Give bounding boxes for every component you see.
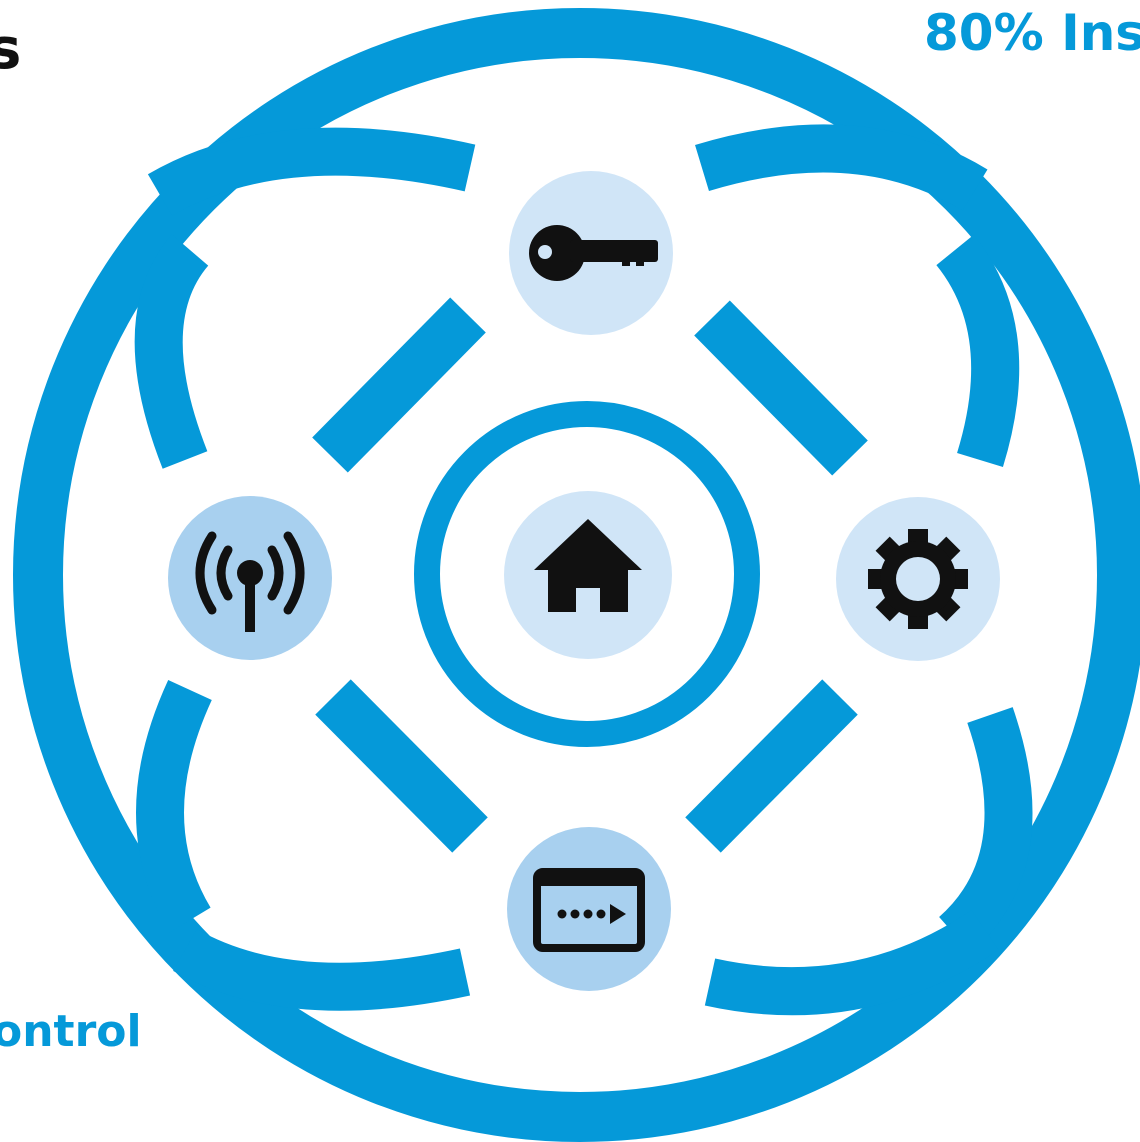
key-icon bbox=[529, 225, 658, 281]
gear-icon bbox=[868, 529, 968, 629]
node-bottom bbox=[507, 827, 671, 991]
outer-arcs bbox=[134, 124, 1033, 1016]
cropped-caption-fragment: ontrol bbox=[0, 1006, 142, 1057]
arc-top-left bbox=[147, 127, 476, 216]
connector-top-left bbox=[312, 297, 486, 473]
inner-connectors bbox=[312, 297, 868, 853]
arc-right-bottom bbox=[938, 707, 1033, 953]
arc-left-bottom bbox=[136, 679, 212, 933]
arc-bottom-left bbox=[173, 928, 471, 1011]
connector-bottom-right bbox=[685, 679, 858, 853]
home-icon bbox=[534, 519, 642, 612]
arc-left-top bbox=[134, 234, 209, 469]
terminal-window-icon bbox=[533, 868, 645, 952]
outer-ring bbox=[13, 8, 1140, 1142]
cropped-stat-fragment: 80% Ins bbox=[924, 4, 1140, 62]
arc-bottom-right bbox=[704, 910, 999, 1016]
arc-right-top bbox=[935, 234, 1020, 468]
connector-bottom-left bbox=[315, 679, 488, 853]
cropped-heading-fragment: s bbox=[0, 17, 22, 82]
arc-top-right bbox=[695, 124, 988, 211]
connector-top-right bbox=[694, 300, 868, 476]
wireless-antenna-icon bbox=[195, 531, 305, 632]
